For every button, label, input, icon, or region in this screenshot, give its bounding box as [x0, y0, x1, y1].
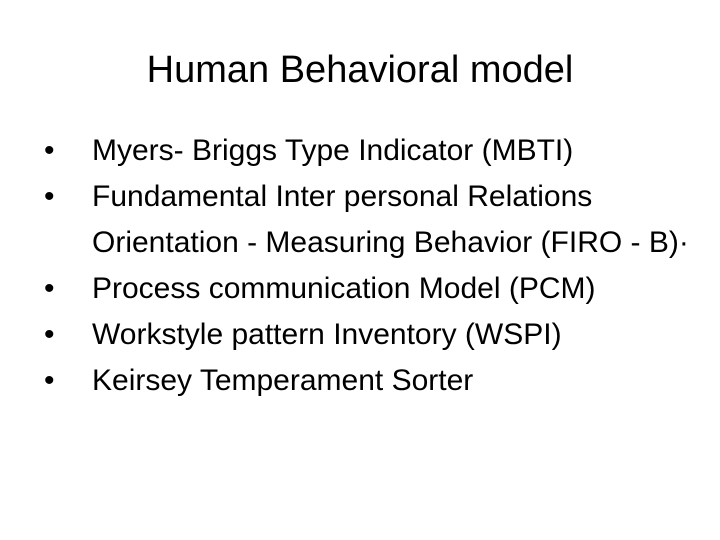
list-item: • Process communication Model (PCM): [30, 266, 690, 312]
list-item-label: Myers- Briggs Type Indicator (MBTI): [92, 134, 574, 167]
bullet-point-icon: •: [44, 364, 55, 397]
bullet-list: • Myers- Briggs Type Indicator (MBTI) • …: [30, 128, 690, 404]
page-title: Human Behavioral model: [146, 49, 574, 91]
list-item: • Workstyle pattern Inventory (WSPI): [30, 312, 690, 358]
bullet-point-icon: •: [44, 318, 55, 351]
list-item: • Keirsey Temperament Sorter: [30, 358, 690, 404]
bullet-point-icon: •: [44, 272, 55, 305]
list-item-label: Process communication Model (PCM): [92, 272, 596, 305]
list-item-label: Fundamental Inter personal Relations Ori…: [92, 180, 689, 259]
list-item-label: Keirsey Temperament Sorter: [92, 364, 474, 397]
list-item: • Fundamental Inter personal Relations O…: [30, 174, 690, 266]
list-item: • Myers- Briggs Type Indicator (MBTI): [30, 128, 690, 174]
bullet-point-icon: •: [44, 180, 55, 213]
list-item-label: Workstyle pattern Inventory (WSPI): [92, 318, 562, 351]
bullet-point-icon: •: [44, 134, 55, 167]
